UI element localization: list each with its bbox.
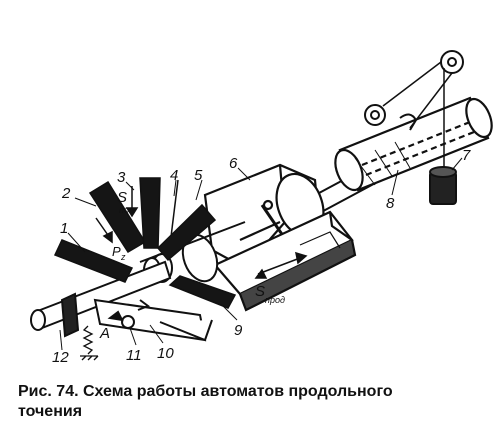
label-11: 11 <box>126 347 142 364</box>
label-s-pop-sub: поп <box>119 205 134 215</box>
caption-line-1: Рис. 74. Схема работы автоматов продольн… <box>18 383 393 400</box>
label-p-sub: z <box>120 252 126 262</box>
feed-tube <box>334 96 493 192</box>
figure-caption: Рис. 74. Схема работы автоматов продольн… <box>18 382 488 422</box>
label-10: 10 <box>157 345 174 362</box>
feed-arrows <box>95 186 308 279</box>
label-1: 1 <box>60 220 68 237</box>
label-12: 12 <box>52 349 69 366</box>
slide-bed <box>213 210 357 312</box>
leader-lines <box>59 157 463 351</box>
label-5: 5 <box>194 167 203 184</box>
label-9: 9 <box>234 322 243 339</box>
label-7: 7 <box>462 147 471 164</box>
label-a: A <box>99 325 110 342</box>
label-2: 2 <box>61 185 71 202</box>
lathe-schematic: 1 2 3 4 5 6 7 8 9 10 11 12 S поп S прод … <box>30 50 493 366</box>
label-6: 6 <box>229 155 238 172</box>
label-3: 3 <box>117 169 126 186</box>
workpiece <box>30 260 172 338</box>
pulley-system <box>364 50 464 205</box>
caption-line-2: точения <box>18 403 83 420</box>
label-s-pop: S <box>117 189 127 206</box>
label-s-prod: S <box>255 283 265 300</box>
label-4: 4 <box>170 167 178 184</box>
label-8: 8 <box>386 195 395 212</box>
lower-lever <box>93 298 213 342</box>
label-s-prod-sub: прод <box>265 295 285 305</box>
spring-support <box>80 325 99 361</box>
cutting-tools <box>53 177 237 309</box>
label-p: P <box>112 244 121 259</box>
